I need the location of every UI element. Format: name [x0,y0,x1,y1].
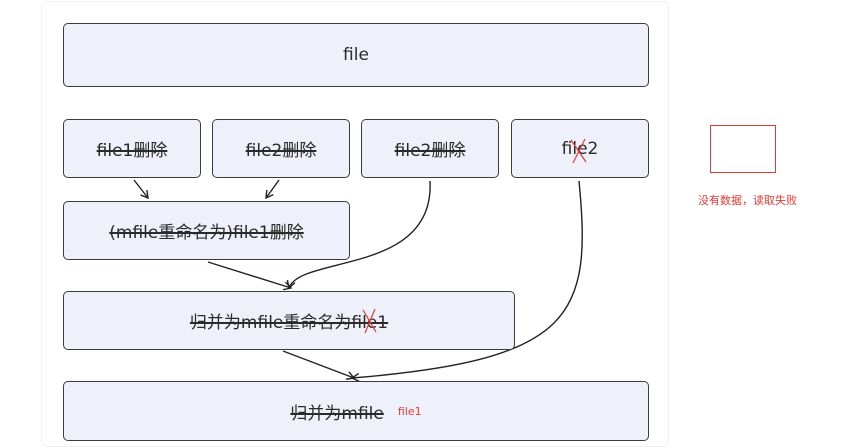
node-file1-delete: file1删除 [63,119,201,178]
arrow-file2-delete-to-merge-rename [286,180,431,290]
node-file2: file2 [511,119,649,178]
arrow-rename-to-merge-rename [207,261,293,291]
note-empty-box [710,125,776,173]
node-file2-label: file2 [561,138,599,159]
arrow-file1-to-rename [133,179,149,200]
note-text: 没有数据，读取失败 [698,194,797,207]
arrow-file2-to-merge [350,180,583,383]
node-file2-delete-a: file2删除 [212,119,350,178]
node-merge: 归并为mfile file1 [63,381,649,441]
arrow-file2-to-rename [265,179,280,200]
node-file: file [63,23,649,87]
node-file-label: file [343,45,369,65]
node-merge-label: 归并为mfile [290,403,384,424]
node-rename-delete: (mfile重命名为)file1删除 [63,201,350,260]
node-merge-annotation: file1 [397,404,422,418]
node-rename-delete-label: (mfile重命名为)file1删除 [109,223,304,243]
node-file2-delete-b-label: file2删除 [394,141,466,161]
arrow-merge-rename-to-merge [282,350,356,380]
node-merge-rename-label: 归并为mfile重命名为file1 [189,313,389,333]
node-file1-delete-label: file1删除 [96,141,168,161]
node-file2-delete-b: file2删除 [361,119,499,178]
node-file2-delete-a-label: file2删除 [245,141,317,161]
node-merge-rename: 归并为mfile重命名为file1 [63,291,515,350]
